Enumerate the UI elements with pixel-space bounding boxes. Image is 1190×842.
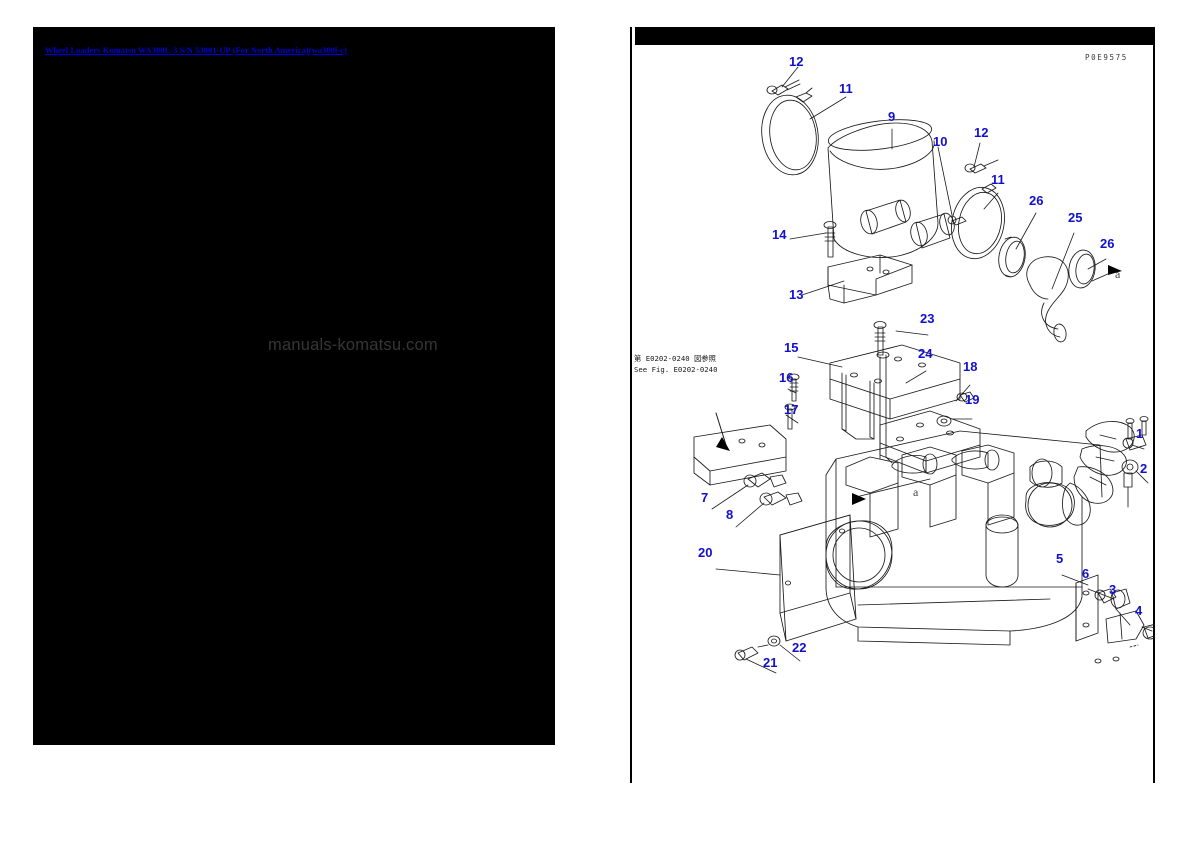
callout-number-7: 7 xyxy=(701,490,709,505)
callout-number-23: 23 xyxy=(920,311,935,326)
callout-number-25: 25 xyxy=(1068,210,1083,225)
callout-number-24: 24 xyxy=(918,346,933,361)
callout-number-9: 9 xyxy=(888,109,896,124)
callout-number-20: 20 xyxy=(698,545,713,560)
callout-number-6: 6 xyxy=(1082,566,1090,581)
reference-note-en: See Fig. E0202-0240 xyxy=(634,364,718,374)
callout-number-14: 14 xyxy=(772,227,787,242)
figure-code-label: P0E9575 xyxy=(1085,53,1128,62)
callout-number-5: 5 xyxy=(1056,551,1064,566)
callout-number-19: 19 xyxy=(965,392,980,407)
callout-number-17: 17 xyxy=(784,402,799,417)
exploded-parts-drawing xyxy=(693,66,1155,674)
page-top-bar xyxy=(635,27,1155,45)
document-preview-panel: Wheel Loaders Komatsu WA300L-3 S/N 53001… xyxy=(33,27,555,745)
page-right-border xyxy=(1153,27,1155,783)
parts-diagram-page: P0E9575 xyxy=(630,27,1155,783)
document-title-link[interactable]: Wheel Loaders Komatsu WA300L-3 S/N 53001… xyxy=(45,46,347,55)
callout-number-11: 11 xyxy=(991,172,1005,187)
callout-number-12: 12 xyxy=(974,125,989,140)
page-left-border xyxy=(630,27,632,783)
callout-number-11: 11 xyxy=(839,81,853,96)
callout-number-4: 4 xyxy=(1135,603,1143,618)
section-mark-letter: a xyxy=(1115,267,1121,281)
callout-number-12: 12 xyxy=(789,54,804,69)
callout-number-22: 22 xyxy=(792,640,807,655)
callout-number-2: 2 xyxy=(1140,461,1148,476)
callout-number-26: 26 xyxy=(1100,236,1115,251)
figure-reference-note: 第 E0202-0240 図参照 See Fig. E0202-0240 xyxy=(634,354,717,375)
callout-number-3: 3 xyxy=(1109,582,1117,597)
callout-number-16: 16 xyxy=(779,370,794,385)
callout-number-21: 21 xyxy=(763,655,778,670)
callout-number-26: 26 xyxy=(1029,193,1044,208)
section-mark-letter: a xyxy=(913,485,919,499)
callout-number-8: 8 xyxy=(726,507,734,522)
site-watermark: manuals-komatsu.com xyxy=(268,336,438,354)
callout-number-10: 10 xyxy=(933,134,948,149)
callout-number-13: 13 xyxy=(789,287,804,302)
callout-number-18: 18 xyxy=(963,359,978,374)
reference-note-jp: 第 E0202-0240 図参照 xyxy=(634,354,716,363)
callout-number-1: 1 xyxy=(1136,426,1144,441)
callout-number-15: 15 xyxy=(784,340,799,355)
